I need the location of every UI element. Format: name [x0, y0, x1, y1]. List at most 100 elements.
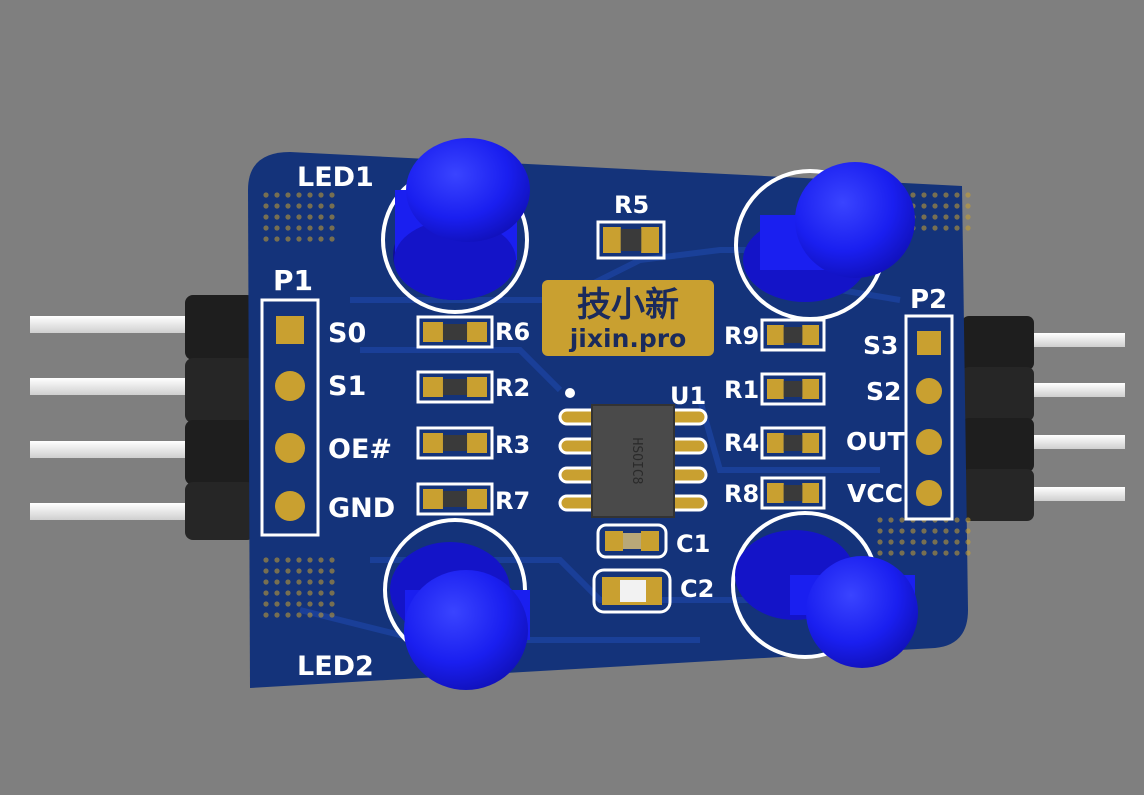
via-dot	[296, 579, 302, 585]
via-dot	[910, 192, 916, 198]
via-dot	[296, 557, 302, 563]
header-p2: P2 S3 S2 OUT VCC	[846, 285, 954, 521]
via-dot	[274, 203, 280, 209]
resistor-footprint	[760, 372, 826, 406]
via-dot	[263, 192, 269, 198]
via-dot	[285, 214, 291, 220]
via-dot	[921, 528, 927, 534]
via-dot	[965, 528, 971, 534]
via-dot	[285, 192, 291, 198]
via-dot	[921, 214, 927, 220]
via-dot	[274, 214, 280, 220]
via-dot	[274, 590, 280, 596]
via-dot	[877, 517, 883, 523]
resistor-footprint	[596, 220, 666, 260]
via-dot	[329, 557, 335, 563]
via-dot	[307, 601, 313, 607]
led2	[383, 518, 530, 690]
via-dot	[307, 225, 313, 231]
via-dot	[921, 225, 927, 231]
resistor-footprint	[416, 426, 494, 460]
via-dot	[318, 579, 324, 585]
via-dot	[274, 612, 280, 618]
via-dot	[899, 528, 905, 534]
capacitor-c1: C1	[596, 523, 710, 559]
capacitor-c2: C2	[592, 568, 714, 614]
via-dot	[932, 528, 938, 534]
via-dot	[329, 612, 335, 618]
via-dot	[954, 539, 960, 545]
via-dot	[274, 236, 280, 242]
header-p1: P1 S0 S1 OE# GND	[260, 264, 395, 537]
via-dot	[329, 192, 335, 198]
r4-label: R4	[724, 429, 759, 457]
via-dot	[877, 539, 883, 545]
r7-label: R7	[495, 487, 530, 515]
p2-title: P2	[910, 285, 947, 315]
via-dot	[899, 517, 905, 523]
via-dot	[910, 550, 916, 556]
r2-label: R2	[495, 374, 530, 402]
via-dot	[285, 579, 291, 585]
via-dot	[285, 557, 291, 563]
r5-label: R5	[614, 191, 649, 219]
via-dot	[965, 203, 971, 209]
logo-line1: 技小新	[577, 285, 679, 325]
via-dot	[965, 225, 971, 231]
via-dot	[954, 550, 960, 556]
via-dot	[954, 225, 960, 231]
via-dot	[932, 539, 938, 545]
chip-u1: U1 HSOIC8	[558, 382, 708, 518]
p2-pin-out: OUT	[846, 427, 905, 456]
r8-label: R8	[724, 480, 759, 508]
via-dot	[296, 214, 302, 220]
via-dot	[965, 192, 971, 198]
via-dot	[263, 225, 269, 231]
via-dot	[329, 214, 335, 220]
r3-label: R3	[495, 431, 530, 459]
via-dot	[921, 203, 927, 209]
via-dot	[274, 579, 280, 585]
resistor-footprint	[760, 426, 826, 460]
via-dot	[263, 236, 269, 242]
via-dot	[318, 557, 324, 563]
via-dot	[285, 612, 291, 618]
via-dot	[263, 557, 269, 563]
via-dot	[307, 236, 313, 242]
via-dot	[263, 612, 269, 618]
via-dot	[263, 590, 269, 596]
via-dot	[285, 568, 291, 574]
via-dot	[263, 568, 269, 574]
via-dot	[932, 550, 938, 556]
via-dot	[910, 528, 916, 534]
p1-pin-s0: S0	[328, 318, 366, 349]
via-dot	[877, 550, 883, 556]
resistor-footprint	[760, 318, 826, 352]
via-dot	[921, 192, 927, 198]
via-dot	[943, 539, 949, 545]
via-dot	[274, 557, 280, 563]
p1-pin-oe: OE#	[328, 434, 392, 465]
via-dot	[899, 539, 905, 545]
resistor-footprint	[760, 476, 826, 510]
chip-package: HSOIC8	[629, 438, 644, 485]
via-dot	[285, 225, 291, 231]
c1-label: C1	[676, 530, 710, 558]
via-dot	[296, 225, 302, 231]
via-dot	[296, 590, 302, 596]
via-dot	[307, 557, 313, 563]
resistor-footprints	[416, 220, 826, 516]
r1-label: R1	[724, 376, 759, 404]
via-dot	[877, 528, 883, 534]
p1-pin-s1: S1	[328, 371, 366, 402]
via-dot	[965, 550, 971, 556]
via-dot	[263, 579, 269, 585]
p1-pin-gnd: GND	[328, 493, 395, 524]
via-dot	[329, 579, 335, 585]
via-dot	[318, 214, 324, 220]
via-dot	[307, 612, 313, 618]
via-dot	[318, 601, 324, 607]
led1-label: LED1	[297, 162, 374, 193]
via-dot	[296, 568, 302, 574]
via-dot	[888, 539, 894, 545]
